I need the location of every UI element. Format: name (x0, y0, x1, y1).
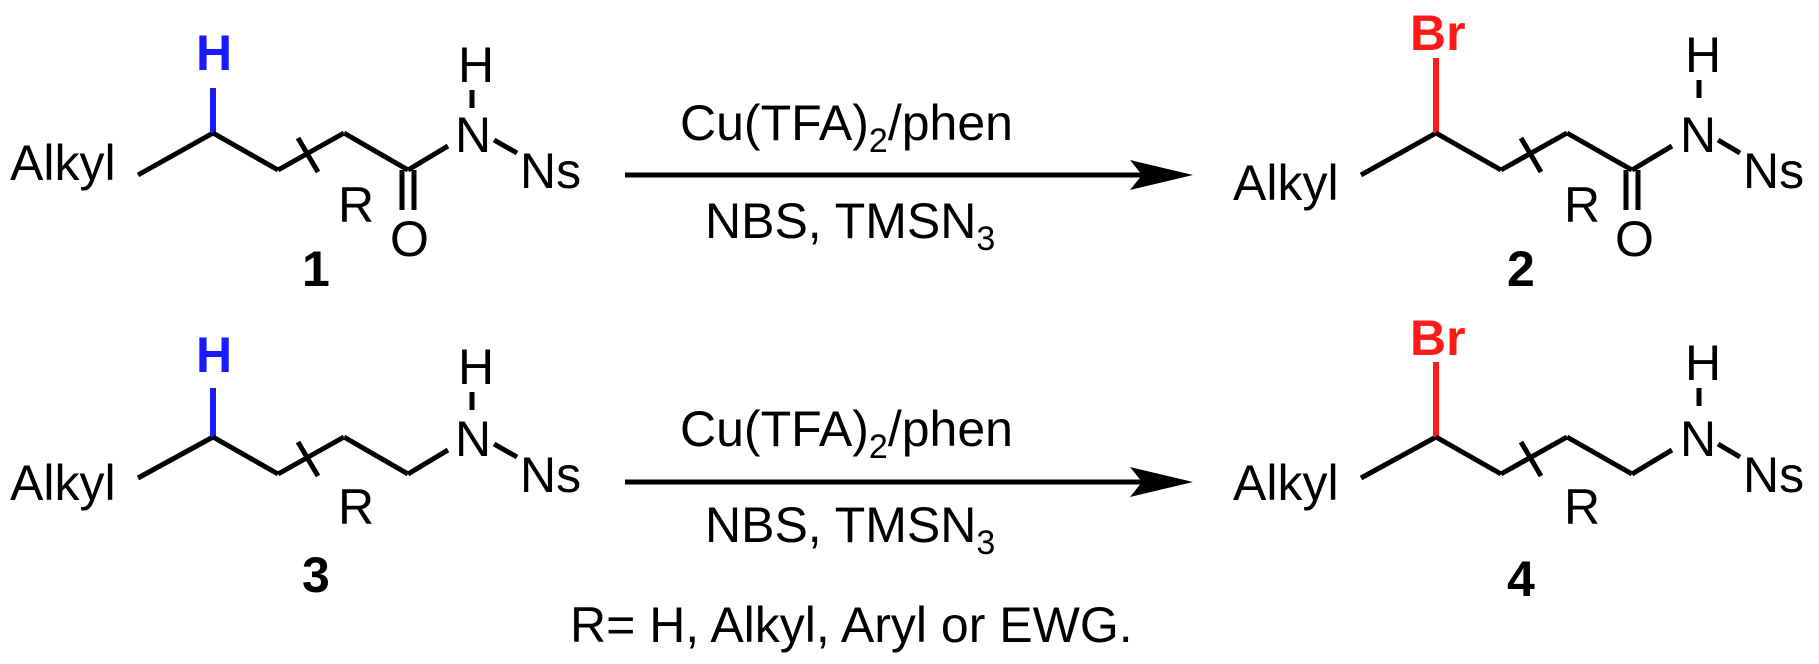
bond (406, 143, 450, 173)
nitrogen-label: N (455, 411, 491, 467)
r-label: R (338, 479, 374, 535)
bond (211, 130, 280, 173)
oxygen-label: O (1615, 211, 1654, 267)
reaction-arrow-1: Cu(TFA)2/phen NBS, TMSN3 (625, 95, 1193, 258)
reaction-arrow-2: Cu(TFA)2/phen NBS, TMSN3 (625, 401, 1193, 562)
r-substituent-bond (1518, 440, 1544, 478)
reagent-condition: NBS, TMSN3 (705, 193, 995, 258)
alkyl-label: Alkyl (1233, 155, 1339, 211)
nh-hydrogen-label: H (1685, 27, 1721, 83)
n-ns-bond (492, 137, 519, 156)
ns-label: Ns (1743, 447, 1804, 503)
alkyl-label: Alkyl (10, 455, 116, 511)
bond (276, 130, 346, 173)
bond (1499, 130, 1569, 173)
catalyst-condition: Cu(TFA)2/phen (680, 95, 1013, 160)
reagent-condition: NBS, TMSN3 (705, 497, 995, 562)
nh-hydrogen-label: H (458, 37, 494, 93)
bond (1565, 130, 1634, 173)
r-substituent-bond (295, 440, 321, 478)
r-group-footnote: R= H, Alkyl, Aryl or EWG. (570, 597, 1133, 653)
bond (1630, 447, 1674, 477)
bond (1630, 143, 1674, 173)
reaction-2: Alkyl H R H N Ns 3 Cu(TFA)2/phen NBS, TM… (10, 310, 1804, 607)
reaction-1: Alkyl H R O H N Ns 1 Cu(TFA)2/phen NBS, (10, 5, 1804, 297)
bond (136, 434, 215, 481)
bromine-label: Br (1410, 5, 1466, 61)
alkyl-label: Alkyl (1233, 455, 1339, 511)
r-substituent-bond (1518, 136, 1544, 174)
r-label: R (1564, 479, 1600, 535)
product-2: Alkyl Br R O H N Ns 2 (1233, 5, 1804, 297)
bond (276, 434, 346, 477)
bond (1565, 434, 1634, 477)
bond (136, 130, 215, 178)
bond (1434, 130, 1503, 173)
bromine-label: Br (1410, 310, 1466, 366)
n-ns-bond (1716, 137, 1742, 156)
product-4: Alkyl Br R H N Ns 4 (1233, 310, 1804, 607)
bond (342, 434, 410, 477)
r-substituent-bond (295, 136, 321, 174)
compound-number: 1 (302, 241, 330, 297)
n-ns-bond (492, 441, 519, 460)
bond (1359, 130, 1438, 178)
nitrogen-label: N (455, 107, 491, 163)
n-ns-bond (1716, 441, 1742, 460)
bond (1434, 434, 1503, 477)
highlighted-h-label: H (196, 327, 232, 383)
compound-number: 4 (1507, 551, 1535, 607)
catalyst-condition: Cu(TFA)2/phen (680, 401, 1013, 466)
ns-label: Ns (520, 447, 581, 503)
bond (406, 447, 450, 477)
r-label: R (338, 177, 374, 233)
bond (1359, 434, 1438, 481)
r-label: R (1564, 177, 1600, 233)
substrate-3: Alkyl H R H N Ns 3 (10, 327, 581, 603)
arrowhead (1130, 160, 1193, 190)
bond (211, 434, 280, 477)
nitrogen-label: N (1680, 411, 1716, 467)
nitrogen-label: N (1680, 107, 1716, 163)
substrate-1: Alkyl H R O H N Ns 1 (10, 25, 581, 297)
compound-number: 3 (302, 547, 330, 603)
ns-label: Ns (1743, 143, 1804, 199)
arrowhead (1130, 467, 1193, 497)
ns-label: Ns (520, 143, 581, 199)
bond (342, 130, 410, 173)
compound-number: 2 (1507, 241, 1535, 297)
bond (1499, 434, 1569, 477)
oxygen-label: O (390, 211, 429, 267)
nh-hydrogen-label: H (458, 339, 494, 395)
highlighted-h-label: H (196, 25, 232, 81)
alkyl-label: Alkyl (10, 135, 116, 191)
nh-hydrogen-label: H (1685, 335, 1721, 391)
